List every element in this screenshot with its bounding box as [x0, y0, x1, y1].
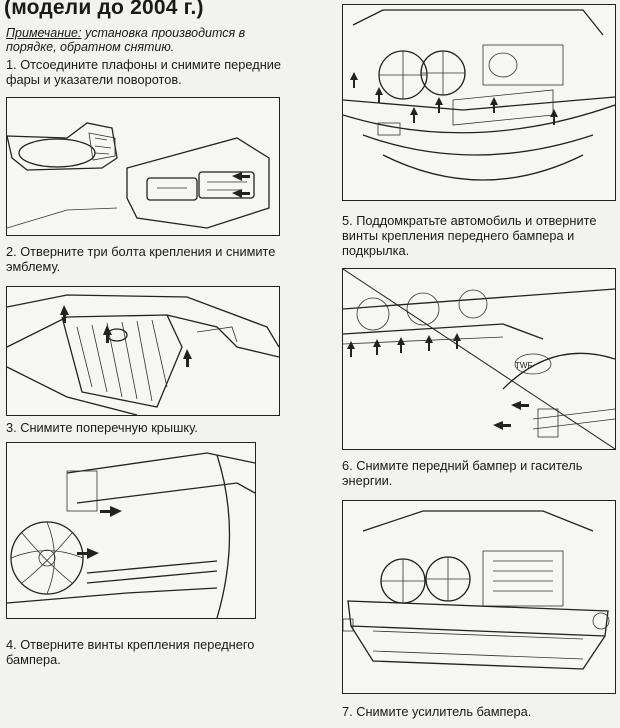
- step-3-caption: 3. Снимите поперечную крышку.: [6, 420, 198, 435]
- step-6-illustration: TWF: [342, 268, 616, 450]
- note-label: Примечание:: [6, 26, 82, 40]
- step-4-caption: 4. Отверните винты крепления переднего б…: [6, 637, 255, 667]
- step-6-caption: 6. Снимите передний бампер и гаситель эн…: [342, 458, 583, 488]
- step-2-caption: 2. Отверните три болта крепления и сними…: [6, 244, 276, 274]
- step-2-illustration: [6, 286, 280, 416]
- step-1-illustration: [6, 97, 280, 236]
- note: Примечание: установка производится в пор…: [6, 26, 280, 54]
- twf-label: TWF: [515, 361, 532, 370]
- step-7-illustration: [342, 500, 616, 694]
- step-1-caption: 1. Отсоедините плафоны и снимите передни…: [6, 57, 282, 87]
- note-text: установка производится в порядке, обратн…: [6, 26, 246, 54]
- step-7-caption: 7. Снимите усилитель бампера.: [342, 704, 532, 719]
- step-5-caption: 5. Поддомкратьте автомобиль и отверните …: [342, 213, 597, 258]
- page-title: (модели до 2004 г.): [4, 0, 204, 19]
- step-3-illustration: [6, 442, 256, 619]
- step-5-illustration: [342, 4, 616, 201]
